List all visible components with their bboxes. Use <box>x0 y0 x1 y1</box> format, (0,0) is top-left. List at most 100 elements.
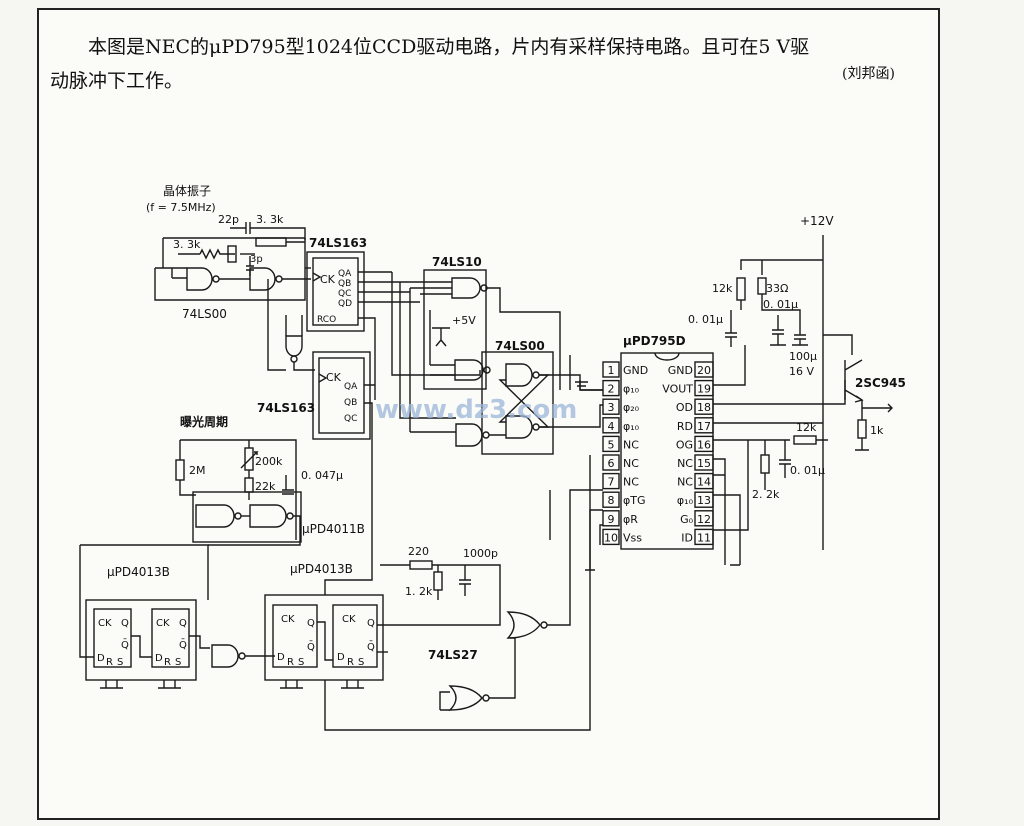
resistor-33-label: 33Ω <box>766 282 788 295</box>
plus-5v-label: +5V <box>452 314 476 327</box>
ff3-d: D <box>277 652 285 663</box>
pin-name: φ₁₀ <box>623 383 640 396</box>
nor-74ls27 <box>324 455 603 731</box>
qa-label-a: QA <box>338 269 352 279</box>
gate-74ls00-b-label: 74LS00 <box>495 339 545 353</box>
qc-label-a: QC <box>338 289 351 299</box>
resistor-3k3-a-label: 3. 3k <box>173 238 201 251</box>
resistor-220-label: 220 <box>408 545 429 558</box>
cap-1000p-label: 1000p <box>463 547 498 560</box>
frequency-label: (f = 7.5MHz) <box>146 201 216 214</box>
oscillator-block <box>154 222 311 301</box>
ff1-s: S <box>117 657 123 668</box>
qa-label-b: QA <box>344 382 358 392</box>
pin-number: 7 <box>608 476 615 489</box>
flipflop-4013-b <box>264 520 501 689</box>
pin-name: RD <box>677 420 693 433</box>
resistor-12k-label: 12k <box>712 282 733 295</box>
pin-box-left-3 <box>602 398 620 415</box>
ff2-ck: CK <box>156 618 170 629</box>
ic-4013-b-label: μPD4013B <box>290 562 353 576</box>
ff2-q: Q <box>179 618 187 629</box>
pin-name: OD <box>676 401 693 414</box>
cap-001-c-label: 0. 01μ <box>790 464 825 477</box>
description-line-2: 动脉冲下工作。 <box>50 70 184 92</box>
ff1-q: Q <box>121 618 129 629</box>
counter-74ls163-a-label: 74LS163 <box>309 236 367 250</box>
resistor-200k-label: 200k <box>255 455 283 468</box>
ff4-qbar: Q̄ <box>367 640 375 653</box>
pin-box-right-18 <box>694 398 714 415</box>
transistor-label: 2SC945 <box>855 376 906 390</box>
nand-gate-small <box>267 279 315 371</box>
ff3-qbar: Q̄ <box>307 640 315 653</box>
pin-name: Vss <box>623 531 642 544</box>
ff4-ck: CK <box>342 614 356 625</box>
pin-number: 20 <box>697 364 711 377</box>
pin-number: 4 <box>608 420 615 433</box>
ck-label-b: CK <box>326 371 342 384</box>
ic-4011-label: μPD4011B <box>302 522 365 536</box>
pin-number: 14 <box>697 476 711 489</box>
voltage-16v-label: 16 V <box>789 365 814 378</box>
pin-name: φR <box>623 513 638 526</box>
qb-label-b: QB <box>344 398 357 408</box>
pin-name: VOUT <box>662 383 693 396</box>
pin-box-right-19 <box>694 379 714 397</box>
pin-box-right-11 <box>694 528 714 546</box>
pin-name: G₀ <box>680 513 694 526</box>
ff4-q: Q <box>367 618 375 629</box>
ff3-q: Q <box>307 618 315 629</box>
ff2-qbar: Q̄ <box>179 638 187 651</box>
resistor-1k2-label: 1. 2k <box>405 585 433 598</box>
pin-name: NC <box>623 476 639 489</box>
pin-number: 19 <box>697 383 711 396</box>
pin-box-left-2 <box>602 379 620 397</box>
pin-box-left-10 <box>602 528 620 546</box>
vcc-12v-label: +12V <box>800 214 834 228</box>
ff2-s: S <box>175 657 181 668</box>
cap-001-b-label: 0. 01μ <box>763 298 798 311</box>
cap-22p-label: 22p <box>218 213 239 226</box>
resistor-3k3-b-label: 3. 3k <box>256 213 284 226</box>
pin-name: ID <box>681 531 693 544</box>
ff1-qbar: Q̄ <box>121 638 129 651</box>
ff4-d: D <box>337 652 345 663</box>
resistor-2k2-label: 2. 2k <box>752 488 780 501</box>
ff3-s: S <box>298 657 304 668</box>
pin-number: 17 <box>697 420 711 433</box>
ff1-r: R <box>106 657 113 668</box>
ff2-r: R <box>164 657 171 668</box>
pin-box-right-13 <box>694 491 714 508</box>
ff4-s: S <box>358 657 364 668</box>
figure-frame <box>37 8 940 820</box>
pin-name: φ₁₀ <box>623 420 640 433</box>
exposure-period-label: 曝光周期 <box>180 414 228 429</box>
pin-box-left-7 <box>602 472 620 490</box>
pin-name: GND <box>668 364 693 377</box>
gate-74ls27-label: 74LS27 <box>428 648 478 662</box>
pin-name: NC <box>623 457 639 470</box>
exposure-timer <box>175 439 302 546</box>
pin-number: 3 <box>608 401 615 414</box>
ic-4013-a-label: μPD4013B <box>107 565 170 579</box>
nand-4013-link <box>211 644 275 668</box>
resistor-1k-label: 1k <box>870 424 884 437</box>
pin-box-left-6 <box>602 454 620 471</box>
qd-label-a: QD <box>338 299 352 309</box>
ck-label-a: CK <box>320 273 336 286</box>
rc-delay <box>380 560 501 612</box>
pin-number: 1 <box>608 364 615 377</box>
pin-number: 8 <box>608 494 615 507</box>
output-stage <box>549 235 893 566</box>
pin-number: 13 <box>697 494 711 507</box>
gate-74ls10-label: 74LS10 <box>432 255 482 269</box>
counter-74ls163-b <box>312 351 375 520</box>
ic-795d-label: μPD795D <box>623 334 686 348</box>
description-text: 本图是NEC的μPD795型1024位CCD驱动电路，片内有采样保持电路。且可在… <box>50 30 930 98</box>
pin-number: 15 <box>697 457 711 470</box>
pin-box-left-8 <box>602 491 620 508</box>
flipflop-labels: CK Q Q̄ D R S CK Q Q̄ D R S CK Q Q̄ D R … <box>97 614 375 668</box>
